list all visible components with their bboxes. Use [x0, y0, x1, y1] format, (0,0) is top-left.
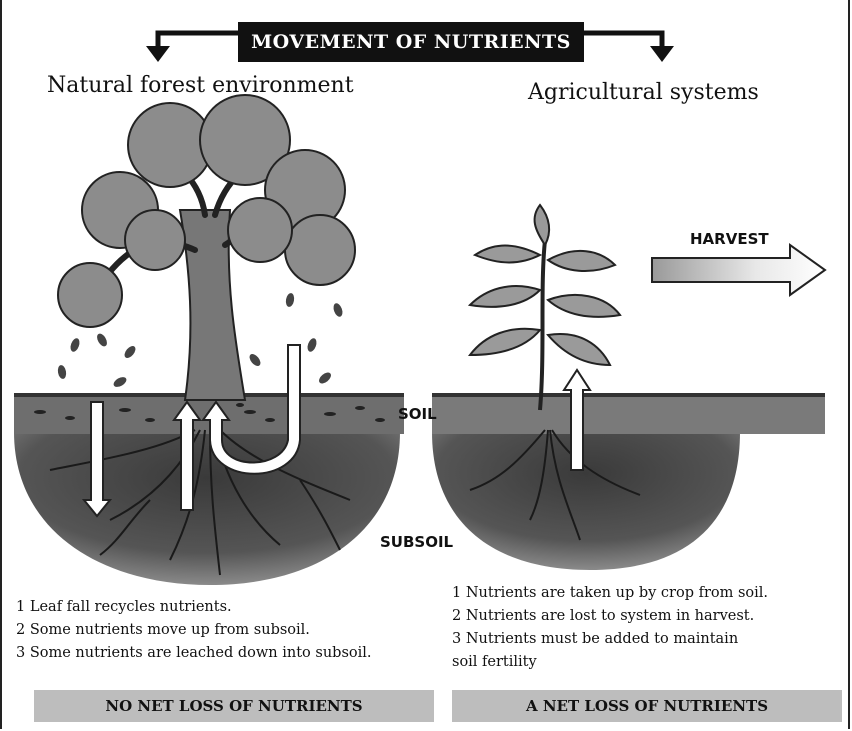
- crop-note-1: 1 Nutrients are taken up by crop from so…: [452, 582, 768, 605]
- right-heading: Agricultural systems: [528, 80, 759, 105]
- crop-soil-band: [432, 396, 825, 434]
- forest-notes: 1 Leaf fall recycles nutrients. 2 Some n…: [16, 596, 372, 665]
- no-net-loss-banner: NO NET LOSS OF NUTRIENTS: [34, 690, 434, 722]
- left-heading: Natural forest environment: [47, 73, 354, 98]
- right-down-arrow-icon: [650, 46, 674, 62]
- forest-subsoil: [14, 432, 400, 585]
- crop-leaves: [470, 205, 620, 365]
- forest-note-1: 1 Leaf fall recycles nutrients.: [16, 596, 372, 619]
- net-loss-banner: A NET LOSS OF NUTRIENTS: [452, 690, 842, 722]
- crop-subsoil: [432, 432, 740, 570]
- crop-note-4: soil fertility: [452, 651, 768, 674]
- subsoil-label: SUBSOIL: [380, 533, 453, 551]
- left-down-arrow-icon: [146, 46, 170, 62]
- forest-note-3: 3 Some nutrients are leached down into s…: [16, 642, 372, 665]
- crop-note-3: 3 Nutrients must be added to maintain: [452, 628, 768, 651]
- crop-notes: 1 Nutrients are taken up by crop from so…: [452, 582, 768, 674]
- diagram-title: MOVEMENT OF NUTRIENTS: [238, 22, 584, 62]
- soil-label: SOIL: [398, 405, 437, 423]
- harvest-label: HARVEST: [690, 230, 769, 248]
- crop-stem: [540, 240, 545, 410]
- crop-note-2: 2 Nutrients are lost to system in harves…: [452, 605, 768, 628]
- forest-note-2: 2 Some nutrients move up from subsoil.: [16, 619, 372, 642]
- harvest-arrow-icon: [652, 245, 825, 295]
